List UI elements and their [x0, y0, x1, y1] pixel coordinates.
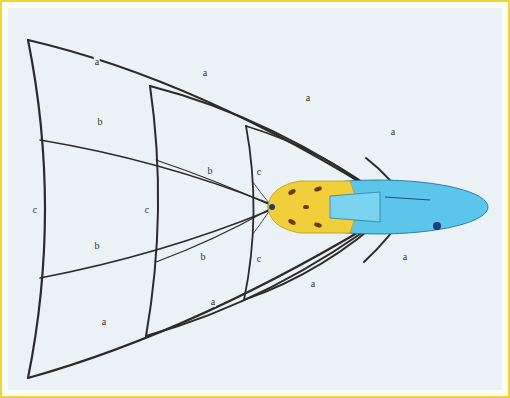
wave-letter: a — [310, 279, 316, 289]
wave-letter: b — [97, 117, 104, 127]
wave-letter: c — [256, 167, 262, 177]
wave-letter: b — [207, 166, 214, 176]
wave-letter: b — [94, 241, 101, 251]
wave-letter: c — [32, 205, 38, 215]
wave-letter: a — [305, 93, 311, 103]
wave-letter: a — [94, 57, 100, 67]
wave-letter: a — [202, 68, 208, 78]
panel — [8, 8, 502, 390]
wave-letter: a — [101, 317, 107, 327]
car — [268, 180, 488, 234]
wave-fronts — [28, 40, 410, 378]
wave-letter: a — [210, 297, 216, 307]
wave-letter: b — [200, 252, 207, 262]
wave-letter: a — [390, 127, 396, 137]
wave-letter: c — [256, 254, 262, 264]
wave-letter: c — [144, 205, 150, 215]
wave-letter: a — [402, 252, 408, 262]
